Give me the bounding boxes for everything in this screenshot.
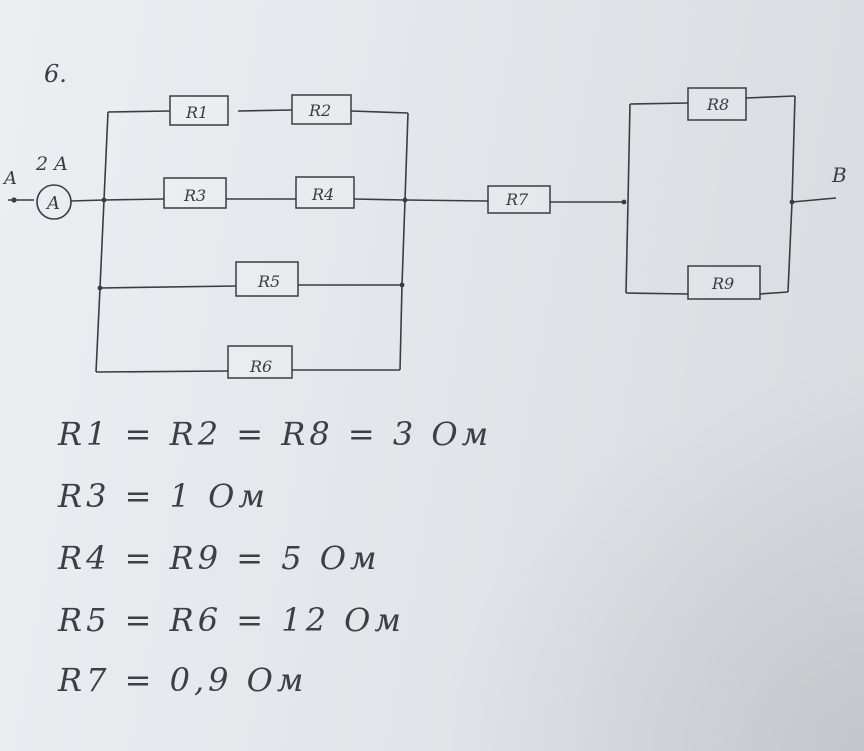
right-group-right-bus [787, 95, 796, 293]
resistor-r1 [169, 95, 229, 126]
wire-r9-out [759, 291, 789, 295]
left-bus-wire [95, 111, 109, 373]
formula-line: R7 = 0,9 Ом [58, 661, 308, 699]
paper-shadow [444, 371, 864, 751]
wire-output [791, 197, 837, 203]
resistor-r8 [687, 87, 747, 121]
resistor-r8-label: R8 [706, 95, 729, 114]
resistor-r7-label: R7 [505, 190, 529, 209]
resistor-r5 [235, 261, 299, 297]
right-bus-wire [399, 112, 409, 371]
wire-r8-out [745, 95, 796, 99]
right-group-left-bus [625, 103, 631, 294]
wire-branch1-b [237, 109, 293, 112]
wire-r8-in [629, 102, 689, 105]
wire-r9-in [625, 292, 689, 295]
resistor-r2 [291, 94, 352, 125]
wire-branch3-a [99, 285, 237, 289]
formula-line: R4 = R9 = 5 Ом [58, 539, 381, 577]
resistor-r6-label: R6 [249, 357, 272, 376]
terminal-a-label: A [2, 168, 17, 189]
resistor-r1-label: R1 [185, 103, 208, 122]
resistor-r4 [295, 176, 355, 209]
resistor-r6 [227, 345, 293, 379]
resistor-r9 [687, 265, 761, 300]
wire-branch1-a [107, 110, 171, 113]
node-right-group-left [621, 199, 627, 205]
wire-branch4-a [95, 370, 229, 373]
wire-branch2-c [353, 198, 406, 201]
problem-number: 6. [44, 60, 67, 88]
resistor-r3 [163, 177, 227, 209]
ammeter-icon: A [36, 184, 72, 220]
resistor-r2-label: R2 [308, 101, 331, 120]
ammeter-reading: 2 A [35, 153, 68, 175]
wire-branch2-a [103, 198, 165, 201]
wire-to-r7 [404, 199, 489, 202]
ammeter-symbol: A [45, 193, 60, 214]
formula-line: R1 = R2 = R8 = 3 Ом [58, 415, 493, 453]
formula-line: R5 = R6 = 12 Ом [58, 601, 405, 639]
resistor-r5-label: R5 [257, 272, 280, 291]
resistor-r4-label: R4 [311, 185, 334, 204]
wire-branch1-c [350, 110, 409, 114]
terminal-b-label: B [831, 163, 847, 187]
terminal-a-node [11, 197, 17, 203]
formula-line: R3 = 1 Ом [58, 477, 269, 515]
resistor-r9-label: R9 [711, 274, 734, 293]
resistor-r7 [487, 185, 551, 214]
resistor-r3-label: R3 [183, 186, 206, 205]
wire-ammeter-out [70, 199, 105, 202]
